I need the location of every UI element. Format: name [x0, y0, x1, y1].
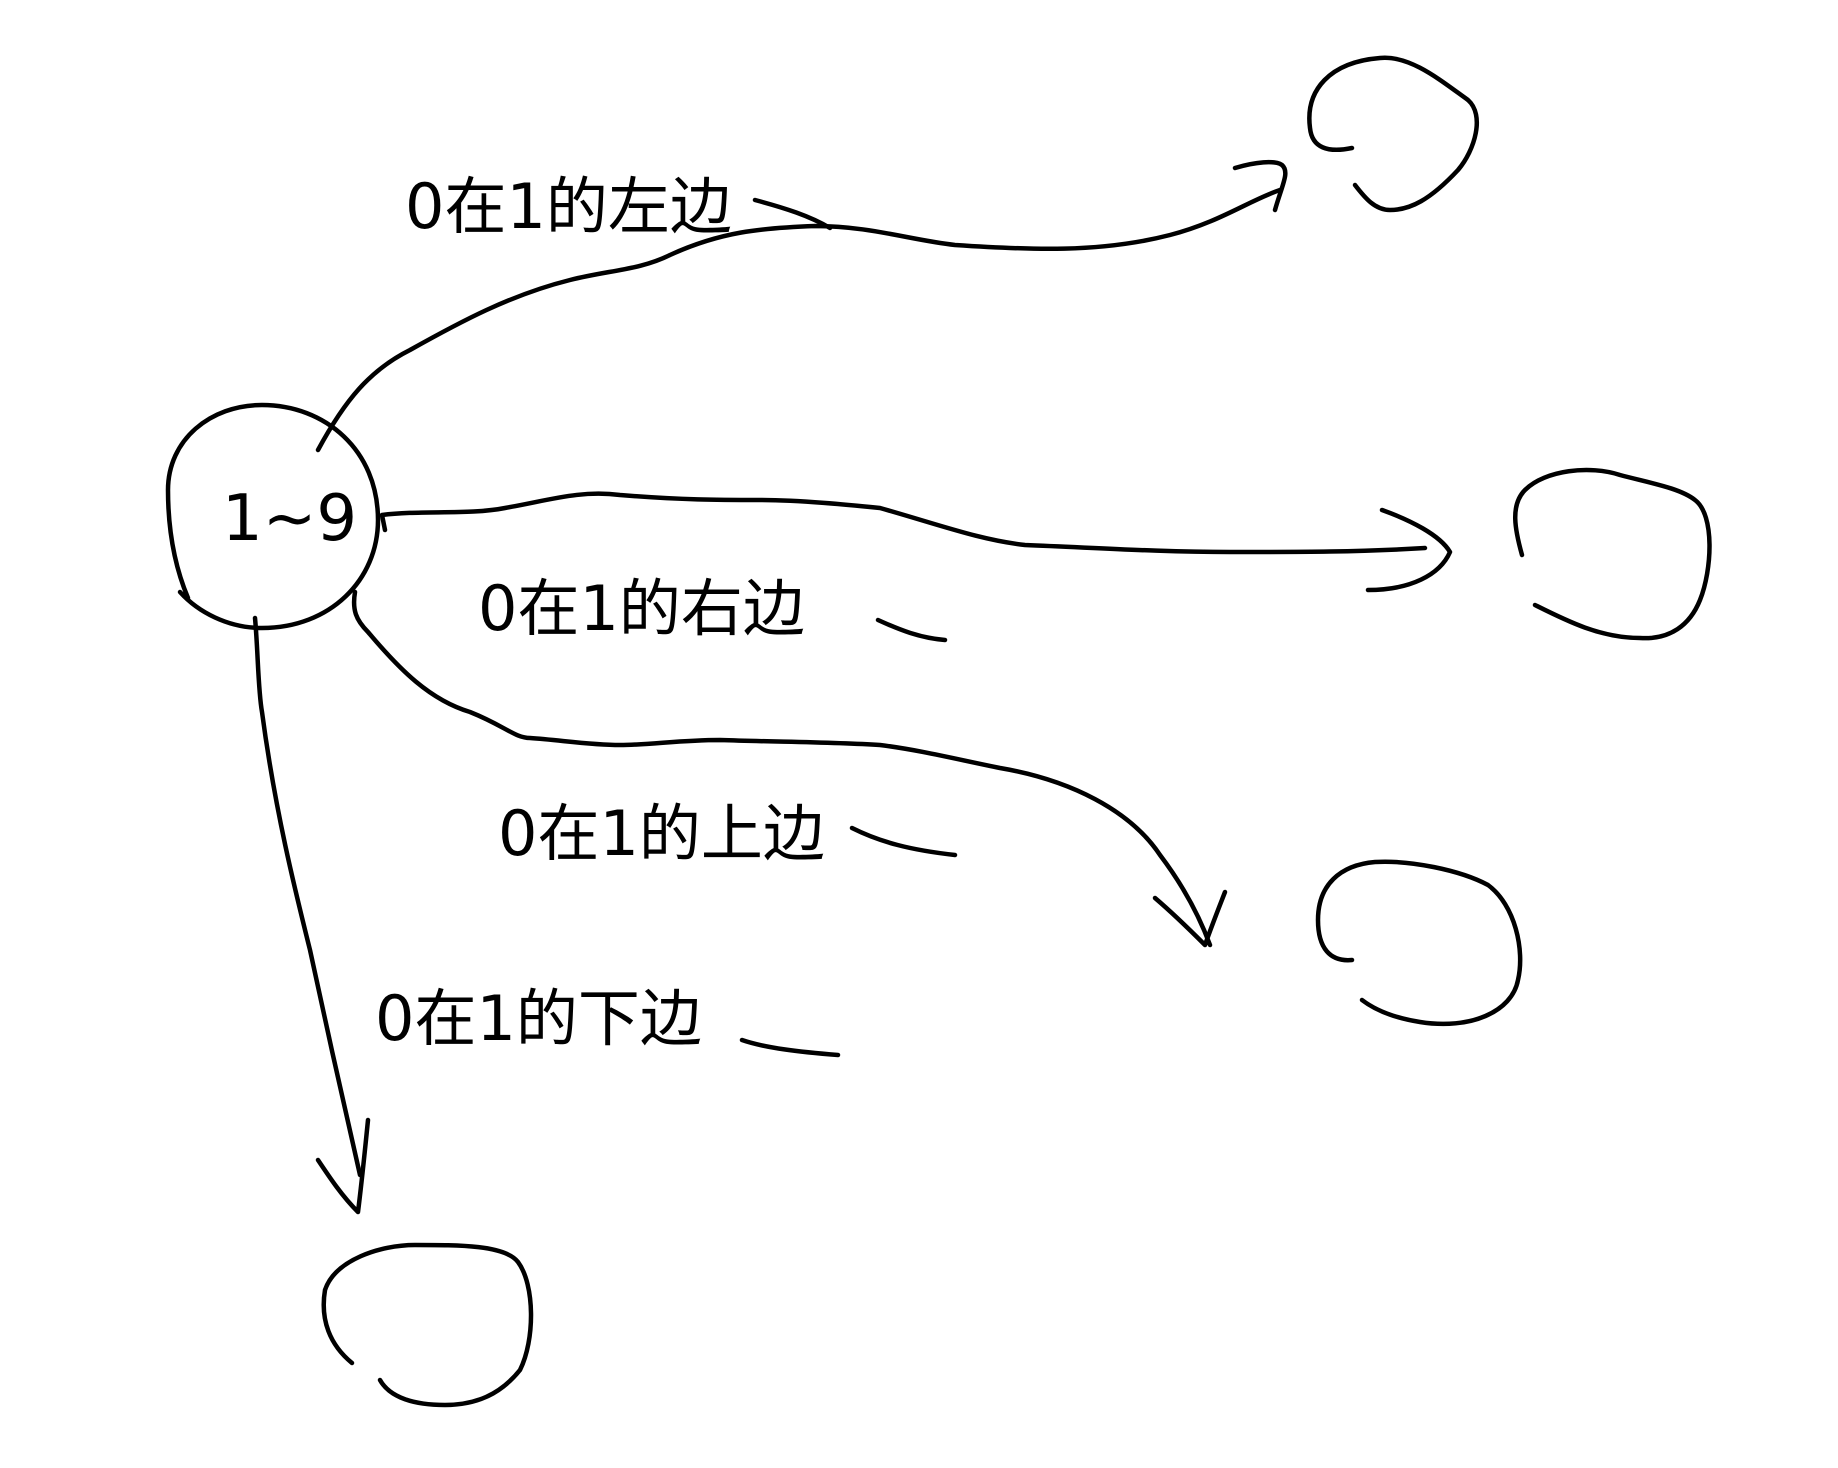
edge-down-arrowhead	[315, 1117, 371, 1215]
child-node-right	[1513, 467, 1712, 641]
edge-right-label-tail	[875, 617, 948, 643]
root-node: 1~9	[165, 402, 381, 631]
edge-up: 0在1的上边	[351, 589, 1228, 948]
edge-up-arrowhead	[1152, 889, 1228, 948]
edge-right-line	[379, 491, 1428, 555]
edge-down-label: 0在1的下边	[375, 982, 702, 1055]
root-node-label: 1~9	[222, 482, 357, 556]
root-node-circle	[165, 402, 381, 631]
edge-up-line	[351, 589, 1213, 948]
edge-left-label: 0在1的左边	[405, 170, 732, 243]
edge-left: 0在1的左边	[315, 159, 1288, 453]
child-node-top-right	[1307, 55, 1479, 213]
edge-left-label-tail	[752, 197, 833, 231]
child-node-lower-right	[1315, 859, 1523, 1027]
edge-down-line	[252, 615, 363, 1178]
edge-right: 0在1的右边	[379, 491, 1453, 645]
edge-up-label: 0在1的上边	[498, 797, 825, 870]
edge-down: 0在1的下边	[252, 615, 841, 1215]
edge-up-label-tail	[849, 825, 958, 858]
edge-down-label-tail	[739, 1037, 841, 1058]
edge-right-arrowhead	[1365, 507, 1453, 593]
child-node-bottom	[321, 1242, 534, 1408]
edge-right-label: 0在1的右边	[478, 572, 805, 645]
edge-left-arrowhead	[1232, 159, 1288, 213]
edge-left-line	[315, 187, 1283, 453]
